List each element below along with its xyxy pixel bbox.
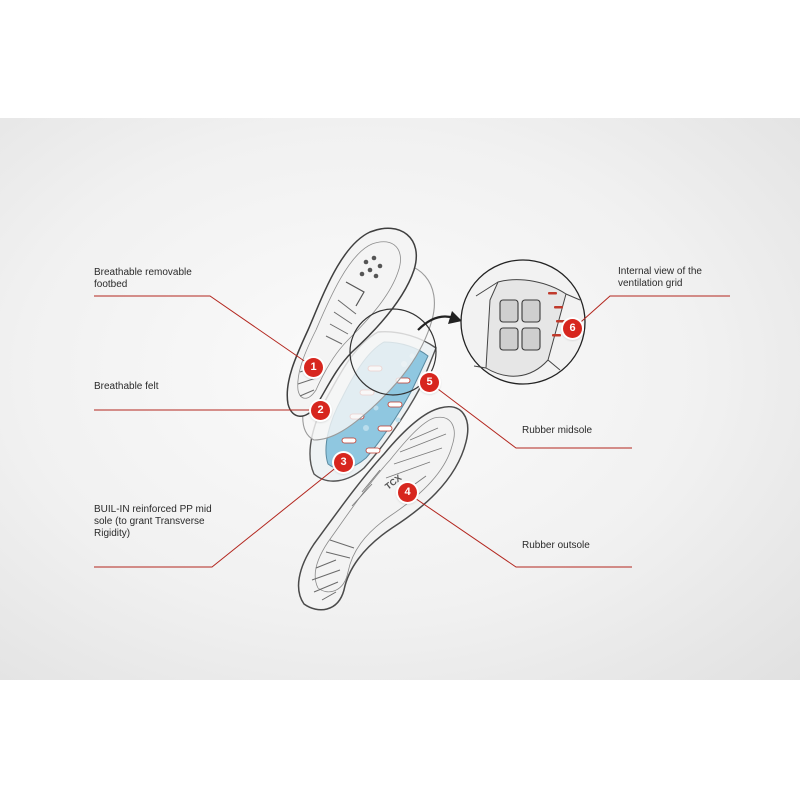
label-ventilation-grid: Internal view of the ventilation grid	[618, 266, 702, 289]
callout-badge-5: 5	[420, 373, 439, 392]
label-rubber-midsole: Rubber midsole	[522, 425, 593, 436]
label-footbed: Breathable removable footbed	[94, 267, 192, 290]
label-pp-midsole: BUIL-IN reinforced PP mid sole (to grant…	[94, 504, 212, 539]
label-felt: Breathable felt	[94, 381, 159, 392]
callout-badge-6: 6	[563, 319, 582, 338]
callout-badge-2: 2	[311, 401, 330, 420]
callout-badge-1: 1	[304, 358, 323, 377]
label-rubber-outsole: Rubber outsole	[522, 540, 590, 551]
magnifier-circle	[349, 308, 437, 396]
callout-badge-4: 4	[398, 483, 417, 502]
rubber-outsole-drawing: TCX	[297, 406, 469, 611]
callout-badge-3: 3	[334, 453, 353, 472]
ventilation-grid-inset	[460, 259, 586, 385]
leader-lines	[94, 295, 730, 568]
arrow-head	[448, 311, 462, 324]
